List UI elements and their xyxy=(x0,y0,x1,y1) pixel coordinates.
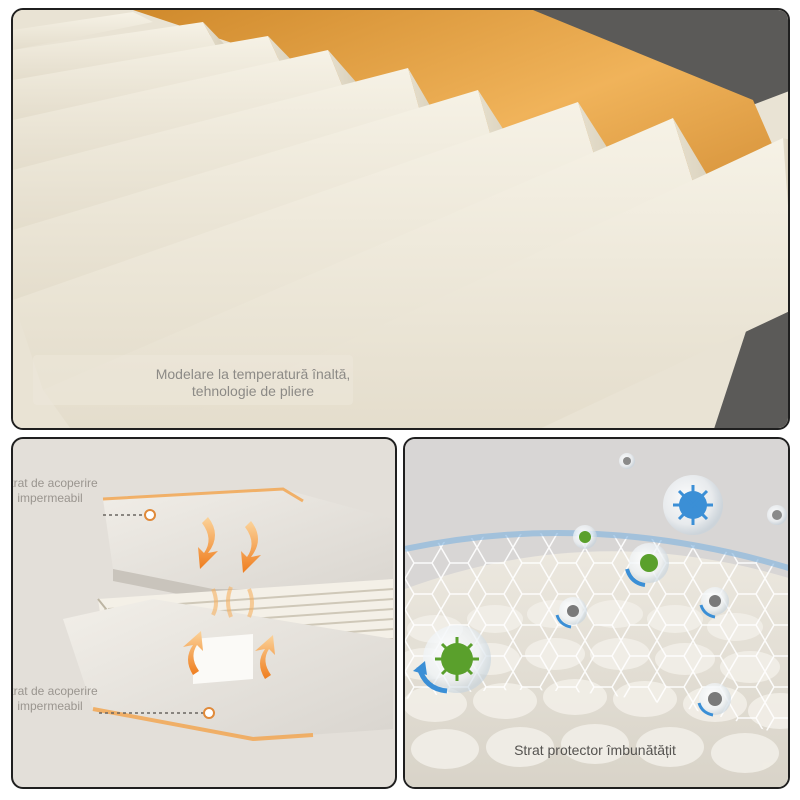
fold-technology-caption: Modelare la temperatură înaltă, tehnolog… xyxy=(108,366,398,400)
layer-cross-section xyxy=(63,487,394,742)
germ-bubble-grey-3 xyxy=(697,683,731,717)
upper-pointer-dot xyxy=(144,509,156,521)
protective-layer-illustration xyxy=(405,439,788,787)
germ-bubble-large xyxy=(413,625,491,694)
layer-structure-panel: Strat de acoperire impermeabil Strat de … xyxy=(11,437,397,789)
caption-line-2: tehnologie de pliere xyxy=(191,382,315,399)
heat-flow-arrows xyxy=(183,517,275,679)
germ-bubble-blue xyxy=(663,475,723,535)
germ-bubble-tiny xyxy=(619,453,787,525)
germ-bubble-green-mid xyxy=(625,543,669,587)
lower-layer-label: Strat de acoperire impermeabil xyxy=(11,684,98,713)
protective-layer-panel: Strat protector îmbunătățit xyxy=(403,437,790,789)
protective-layer-caption: Strat protector îmbunătățit xyxy=(514,742,676,758)
pleated-fabric-illustration xyxy=(13,10,788,428)
pleated-fabric-panel: Modelare la temperatură înaltă, tehnolog… xyxy=(11,8,790,430)
upper-layer-label: Strat de acoperire impermeabil xyxy=(11,476,98,505)
hexagon-protective-net xyxy=(405,533,788,738)
blocked-germs xyxy=(413,453,787,717)
germ-bubble-grey-2 xyxy=(699,587,729,619)
caption-line-1: Modelare la temperatură înaltă, xyxy=(155,366,351,382)
frame-edge-lower xyxy=(714,301,788,428)
lower-pointer-dot xyxy=(203,707,215,719)
germ-bubble-green-small xyxy=(573,525,597,549)
upper-coating-sheet xyxy=(103,489,393,589)
germ-bubble-grey-1 xyxy=(555,597,587,629)
fabric-folds xyxy=(13,12,788,428)
